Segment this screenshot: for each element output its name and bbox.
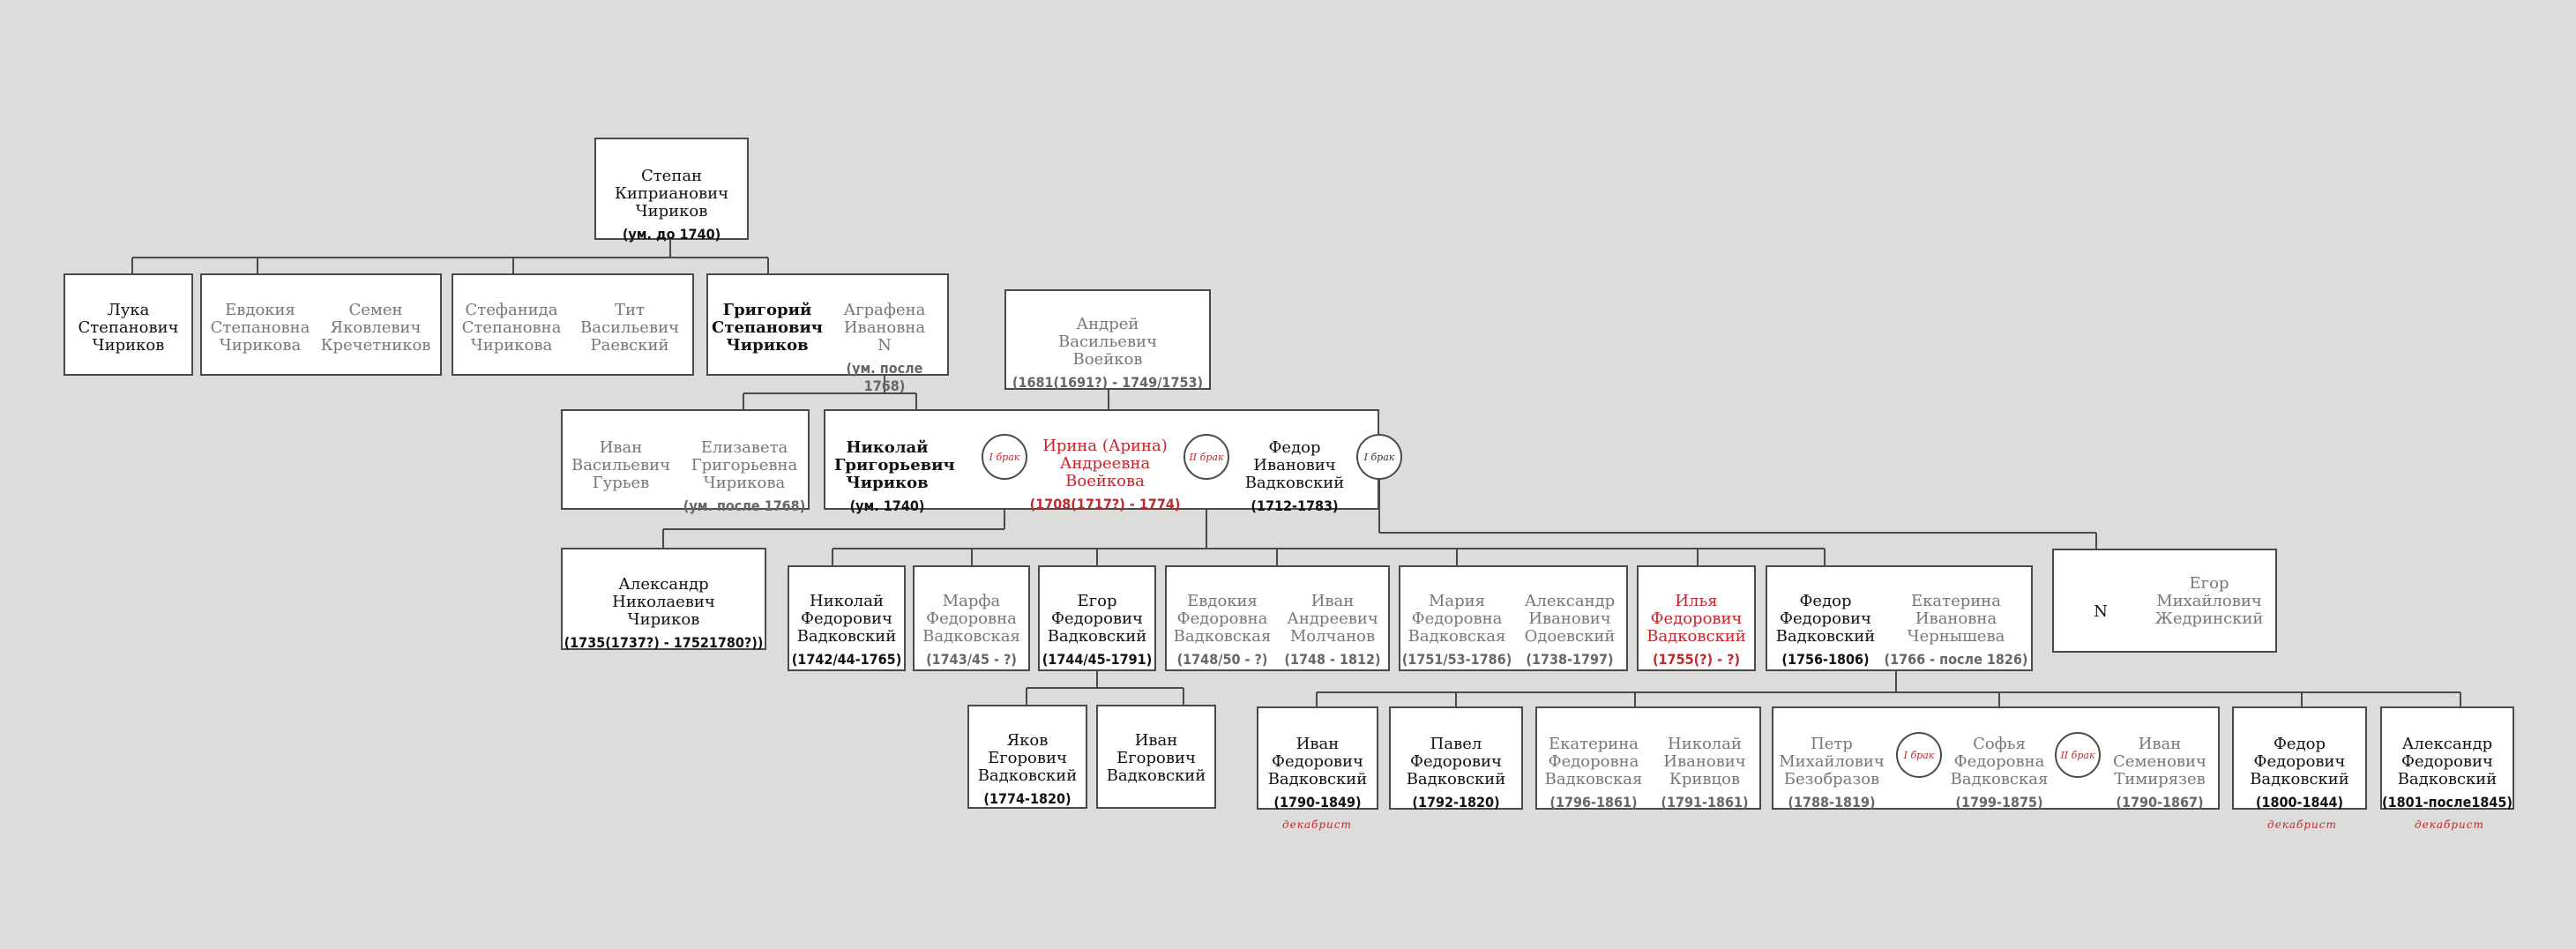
marriage-label: I брак — [1363, 451, 1395, 463]
person-yakov: Яков Егорович Вадковский(1774-1820) — [977, 731, 1078, 808]
person-nikolay-kr: Николай Иванович Кривцов(1791-1861) — [1661, 735, 1749, 811]
person-evdokia-s: Евдокия Степановна Чирикова — [210, 301, 310, 355]
box-evdokia-semen — [200, 273, 442, 376]
person-marfa: Марфа Федоровна Вадковская(1743/45 - ?) — [922, 592, 1020, 669]
person-aleksandr-ff: Александр Федорович Вадковский(1801-посл… — [2382, 735, 2513, 811]
marriage-circle-irina-fedor: II брак — [1183, 434, 1229, 480]
person-ivan-molch: Иван Андреевич Молчанов(1748 - 1812) — [1284, 592, 1381, 669]
person-aleksandr-ch: Александр Николаевич Чириков(1735(1737?)… — [564, 575, 764, 652]
box-fedor-ff — [2232, 706, 2367, 810]
box-ivan-e — [1096, 705, 1216, 809]
box-ekaterina-nikolay — [1535, 706, 1761, 810]
person-nikolay-v: Николай Федорович Вадковский(1742/44-176… — [791, 592, 902, 669]
person-egor: Егор Федорович Вадковский(1744/45-1791) — [1042, 592, 1153, 669]
note-decembrist-aleksandr-ff: декабрист — [2415, 818, 2484, 831]
person-ekaterina-ch: Екатерина Ивановна Чернышева(1766 - посл… — [1884, 592, 2028, 669]
box-andrey — [1004, 289, 1211, 390]
box-stefanida-tit — [452, 273, 694, 376]
person-elizaveta: Елизавета Григорьевна Чирикова(ум. после… — [683, 438, 806, 515]
note-decembrist-ivan-f: декабрист — [1282, 818, 1352, 831]
person-fedor-ff: Федор Федорович Вадковский(1800-1844) — [2250, 735, 2349, 811]
person-nikolay: Николай Григорьевич Чириков(ум. 1740) — [834, 438, 955, 515]
box-luka — [63, 273, 193, 376]
person-fedor-f: Федор Федорович Вадковский(1756-1806) — [1775, 592, 1876, 669]
person-fedor-iv: Федор Иванович Вадковский(1712-1783) — [1244, 438, 1345, 515]
person-luka: Лука Степанович Чириков — [78, 301, 179, 355]
marriage-label: I брак — [989, 451, 1020, 463]
person-grigory: Григорий Степанович Чириков — [712, 301, 823, 355]
box-petr-sofya-ivan — [1772, 706, 2220, 810]
box-ivan-elizaveta — [561, 409, 810, 510]
person-maria: Мария Федоровна Вадковская(1751/53-1786) — [1401, 592, 1512, 669]
person-aleksandr-od: Александр Иванович Одоевский(1738-1797) — [1524, 592, 1616, 669]
person-n-unknown: N — [2094, 602, 2108, 621]
box-fedor-ekaterina — [1766, 565, 2033, 671]
marriage-circle-petr-sofya: I брак — [1896, 732, 1942, 778]
box-marfa — [913, 565, 1030, 671]
person-ivan-tim: Иван Семенович Тимирязев(1790-1867) — [2113, 735, 2206, 811]
box-yakov — [967, 705, 1087, 809]
marriage-circle-nikolay-irina: I брак — [982, 434, 1027, 480]
person-ivan-e: Иван Егорович Вадковский — [1106, 731, 1206, 785]
marriage-label: II брак — [2060, 749, 2095, 761]
person-stepan: Степан Киприанович Чириков(ум. до 1740) — [614, 167, 729, 243]
person-irina: Ирина (Арина) Андреевна Воейкова(1708(17… — [1029, 437, 1181, 513]
box-grigory-agrafena — [706, 273, 949, 376]
marriage-circle-sofya-ivan: II брак — [2055, 732, 2101, 778]
box-stepan — [594, 138, 749, 240]
box-ivan-f — [1257, 706, 1378, 810]
person-agrafena: Аграфена Ивановна N(ум. после 1768) — [843, 301, 926, 395]
box-evdokia-ivan — [1165, 565, 1390, 671]
marriage-label: II брак — [1189, 451, 1224, 463]
person-evdokia-f: Евдокия Федоровна Вадковская(1748/50 - ?… — [1173, 592, 1272, 669]
box-pavel — [1389, 706, 1523, 810]
box-ilya — [1637, 565, 1756, 671]
person-ivan-guryev: Иван Васильевич Гурьев — [571, 438, 670, 492]
box-n-egor — [2052, 549, 2277, 653]
person-andrey: Андрей Васильевич Воейков(1681(1691?) - … — [1012, 315, 1204, 392]
person-tit: Тит Васильевич Раевский — [580, 301, 679, 355]
marriage-circle-fedor-right: I брак — [1356, 434, 1402, 480]
box-nikolay-v — [788, 565, 906, 671]
box-aleksandr-ch — [561, 548, 766, 650]
person-stefanida: Стефанида Степановна Чирикова — [461, 301, 562, 355]
person-petr: Петр Михайлович Безобразов(1788-1819) — [1779, 735, 1885, 811]
note-decembrist-fedor-ff: декабрист — [2267, 818, 2337, 831]
box-egor — [1038, 565, 1156, 671]
person-semen: Семен Яковлевич Кречетников — [320, 301, 431, 355]
person-egor-zh: Егор Михайлович Жедринский — [2154, 574, 2264, 628]
person-ilya: Илья Федорович Вадковский(1755(?) - ?) — [1646, 592, 1746, 669]
person-ivan-f: Иван Федорович Вадковский(1790-1849) — [1267, 735, 1368, 811]
box-maria-aleksandr — [1399, 565, 1628, 671]
box-aleksandr-ff — [2380, 706, 2514, 810]
marriage-label: I брак — [1903, 749, 1935, 761]
box-nikolay-irina-fedor — [824, 409, 1379, 510]
person-sofya: Софья Федоровна Вадковская(1799-1875) — [1950, 735, 2049, 811]
person-pavel: Павел Федорович Вадковский(1792-1820) — [1406, 735, 1506, 811]
person-ekaterina-f: Екатерина Федоровна Вадковская(1796-1861… — [1544, 735, 1643, 811]
